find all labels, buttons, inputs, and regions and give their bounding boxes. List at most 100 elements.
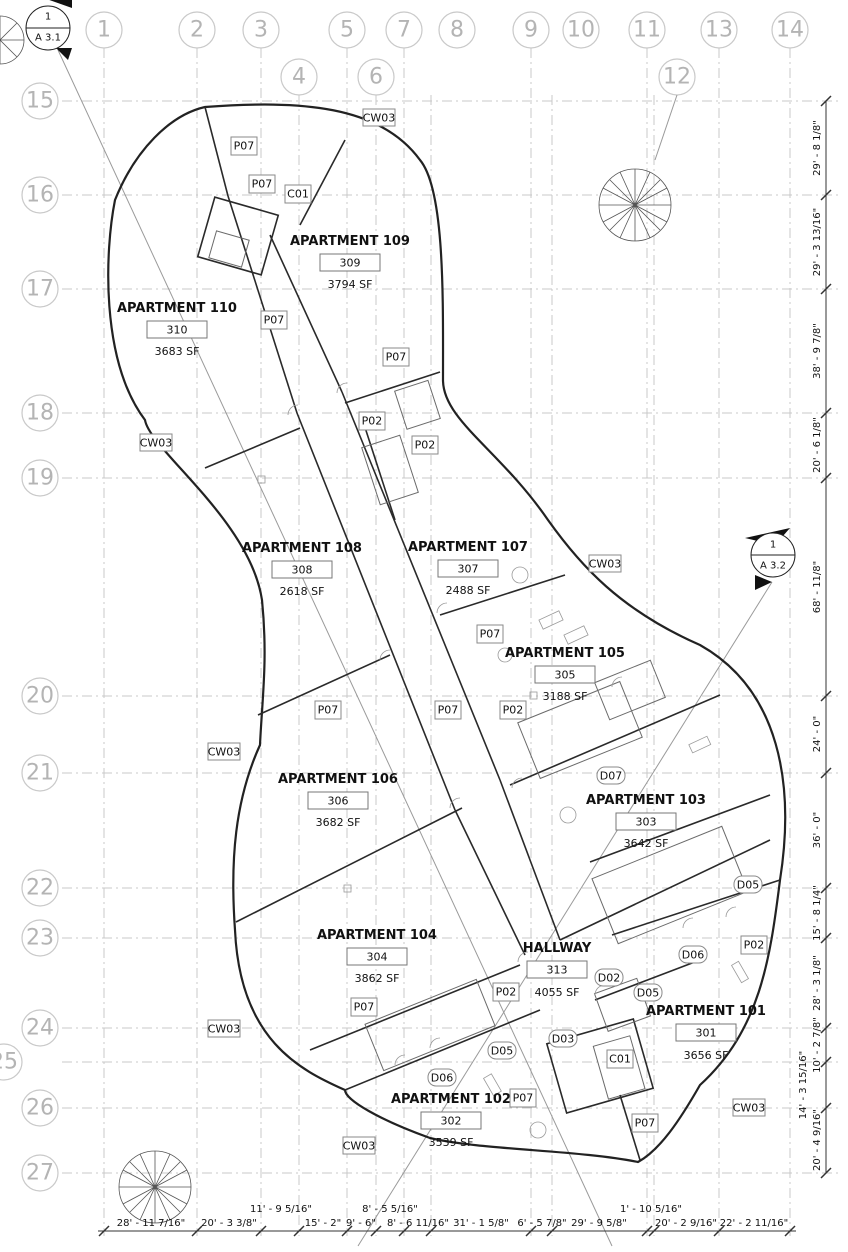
grid-bubbles-rows: 15 16 17 18 19 20 21 22 23 24 25 26 27 — [0, 82, 59, 1192]
room-apartment-104[interactable]: APARTMENT 104 304 3862 SF — [317, 928, 437, 985]
section-marker-a31[interactable]: 1 A 3.1 — [25, 0, 72, 60]
section-marker-a32[interactable]: 1 A 3.2 — [745, 528, 796, 590]
tag-c01[interactable]: C01 — [284, 184, 312, 204]
tag-d06[interactable]: D06 — [427, 1068, 457, 1087]
door-swings — [287, 382, 737, 1066]
tag-p07[interactable]: P07 — [248, 174, 276, 194]
tag-d05[interactable]: D05 — [487, 1041, 517, 1060]
tag-d05[interactable]: D05 — [633, 983, 663, 1002]
tag-cw03[interactable]: CW03 — [207, 742, 241, 761]
svg-text:1: 1 — [97, 18, 111, 43]
room-apartment-110[interactable]: APARTMENT 110 310 3683 SF — [117, 301, 237, 358]
tag-p07[interactable]: P07 — [476, 624, 504, 644]
dim-tick — [820, 95, 832, 1179]
svg-text:CW03: CW03 — [208, 746, 241, 759]
dim-bottom-4: 15' - 2" — [305, 1218, 341, 1229]
tag-cw03[interactable]: CW03 — [732, 1098, 766, 1117]
tree-top-right — [598, 168, 672, 242]
svg-text:7: 7 — [397, 18, 411, 43]
svg-text:3862 SF: 3862 SF — [355, 972, 400, 985]
building-outline — [107, 103, 787, 1164]
svg-text:304: 304 — [367, 951, 388, 964]
room-hallway[interactable]: HALLWAY 313 4055 SF — [523, 941, 592, 999]
dim-bottom-13: 22' - 2 11/16" — [720, 1218, 788, 1229]
svg-text:26: 26 — [26, 1096, 54, 1121]
svg-text:CW03: CW03 — [140, 437, 173, 450]
tag-p02[interactable]: P02 — [740, 935, 768, 955]
svg-text:D05: D05 — [737, 879, 759, 892]
svg-text:11: 11 — [633, 18, 661, 43]
room-apartment-106[interactable]: APARTMENT 106 306 3682 SF — [278, 772, 398, 829]
tag-cw03[interactable]: CW03 — [588, 554, 622, 573]
svg-text:20: 20 — [26, 684, 54, 709]
svg-text:15: 15 — [26, 89, 54, 114]
grid-bubble-col-4: 4 — [280, 58, 318, 96]
svg-text:14: 14 — [776, 18, 804, 43]
svg-text:301: 301 — [696, 1027, 717, 1040]
tag-d03[interactable]: D03 — [548, 1029, 578, 1048]
tag-p02[interactable]: P02 — [358, 411, 386, 431]
dim-bottom-3: 11' - 9 5/16" — [250, 1204, 312, 1215]
svg-text:P07: P07 — [513, 1092, 534, 1105]
tag-p07[interactable]: P07 — [230, 136, 258, 156]
tag-p07[interactable]: P07 — [314, 700, 342, 720]
svg-text:3682 SF: 3682 SF — [316, 816, 361, 829]
room-apartment-103[interactable]: APARTMENT 103 303 3642 SF — [586, 793, 706, 850]
room-apartment-109[interactable]: APARTMENT 109 309 3794 SF — [290, 234, 410, 291]
svg-text:D06: D06 — [431, 1072, 453, 1085]
tag-cw03[interactable]: CW03 — [207, 1019, 241, 1038]
tag-p07[interactable]: P07 — [434, 700, 462, 720]
svg-text:1: 1 — [45, 12, 51, 23]
grid-bubble-row-16: 16 — [21, 176, 59, 214]
tag-d06[interactable]: D06 — [678, 945, 708, 964]
tag-p07[interactable]: P07 — [631, 1113, 659, 1133]
svg-text:2488 SF: 2488 SF — [446, 584, 491, 597]
room-apartment-101[interactable]: APARTMENT 101 301 3656 SF — [646, 1004, 766, 1062]
svg-text:10: 10 — [567, 18, 595, 43]
tag-p07[interactable]: P07 — [509, 1088, 537, 1108]
svg-text:27: 27 — [26, 1161, 54, 1186]
svg-text:308: 308 — [292, 564, 313, 577]
room-apartment-102[interactable]: APARTMENT 102 302 3539 SF — [391, 1092, 511, 1149]
tag-p07[interactable]: P07 — [350, 997, 378, 1017]
tag-cw03[interactable]: CW03 — [362, 108, 396, 127]
grid-bubble-row-23: 23 — [21, 919, 59, 957]
tag-d07[interactable]: D07 — [596, 766, 626, 785]
tag-c01[interactable]: C01 — [606, 1049, 634, 1069]
room-apartment-105[interactable]: APARTMENT 105 305 3188 SF — [505, 646, 625, 703]
tag-p07[interactable]: P07 — [260, 310, 288, 330]
tag-cw03[interactable]: CW03 — [139, 433, 173, 452]
svg-text:12: 12 — [663, 65, 691, 90]
grid-bubble-row-19: 19 — [21, 459, 59, 497]
svg-text:APARTMENT 104: APARTMENT 104 — [317, 928, 437, 943]
tag-cw03[interactable]: CW03 — [342, 1136, 376, 1155]
svg-text:P07: P07 — [386, 351, 407, 364]
tree-top-left-partial — [0, 15, 25, 65]
svg-text:D07: D07 — [600, 770, 622, 783]
svg-text:P07: P07 — [354, 1001, 375, 1014]
svg-text:P07: P07 — [438, 704, 459, 717]
svg-text:P02: P02 — [415, 439, 436, 452]
svg-text:19: 19 — [26, 466, 54, 491]
svg-text:3656 SF: 3656 SF — [684, 1049, 729, 1062]
room-apartment-107[interactable]: APARTMENT 107 307 2488 SF — [408, 540, 528, 597]
room-apartment-108[interactable]: APARTMENT 108 308 2618 SF — [242, 541, 362, 598]
svg-text:CW03: CW03 — [733, 1102, 766, 1115]
svg-text:CW03: CW03 — [208, 1023, 241, 1036]
tag-p07[interactable]: P07 — [382, 347, 410, 367]
tag-p02[interactable]: P02 — [492, 982, 520, 1002]
dim-bottom-9: 6' - 5 7/8" — [517, 1218, 566, 1229]
svg-text:5: 5 — [340, 18, 354, 43]
svg-text:APARTMENT 106: APARTMENT 106 — [278, 772, 398, 787]
svg-text:C01: C01 — [287, 188, 309, 201]
tag-p02[interactable]: P02 — [411, 435, 439, 455]
tag-p02[interactable]: P02 — [499, 700, 527, 720]
svg-text:HALLWAY: HALLWAY — [523, 941, 592, 956]
grid-bubble-row-20: 20 — [21, 677, 59, 715]
tag-d02[interactable]: D02 — [594, 968, 624, 987]
tag-d05[interactable]: D05 — [733, 875, 763, 894]
svg-text:16: 16 — [26, 183, 54, 208]
grid-bubble-col-7: 7 — [385, 11, 423, 49]
svg-text:D05: D05 — [637, 987, 659, 1000]
grid-bubble-row-22: 22 — [21, 869, 59, 907]
